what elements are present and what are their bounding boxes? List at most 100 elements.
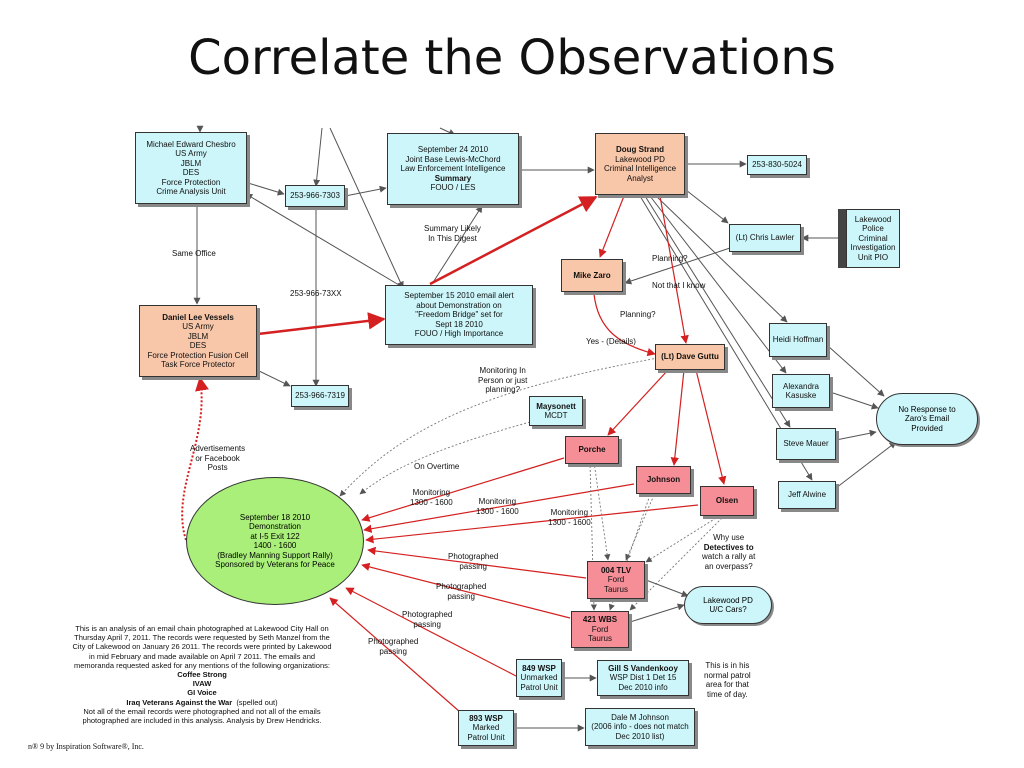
node-no-response-cloud[interactable]: No Response to Zaro's Email Provided xyxy=(876,393,978,445)
node-car-004-line-3: Taurus xyxy=(603,584,628,594)
node-vessels[interactable]: Daniel Lee Vessels US Army JBLM DES Forc… xyxy=(139,305,257,377)
node-alexandra-line-1: Alexandra xyxy=(782,381,820,391)
node-alexandra-kasuske[interactable]: Alexandra Kasuske xyxy=(772,374,830,408)
event-line-6: Sponsored by Veterans for Peace xyxy=(215,560,335,569)
node-email-alert[interactable]: September 15 2010 email alert about Demo… xyxy=(385,285,533,345)
node-car-421[interactable]: 421 WBS Ford Taurus xyxy=(571,611,629,648)
node-dale-line-1: Dale M Johnson xyxy=(611,712,669,722)
edge-doug-to-alexandra xyxy=(649,195,787,374)
edge-guttu-to-porche xyxy=(607,369,669,436)
label-monitoring-c: Monitoring 1300 - 1600 xyxy=(548,508,591,527)
node-dale-johnson[interactable]: Dale M Johnson (2006 info - does not mat… xyxy=(585,708,695,746)
edge-heidi-to-nr xyxy=(827,345,885,397)
edge-guttu-to-johnson xyxy=(670,369,685,466)
node-lakewood-pio-line-2: Police xyxy=(862,224,884,234)
node-maysonett-name: Maysonett xyxy=(536,401,576,411)
analysis-note-org-4-suffix: (spelled out) xyxy=(236,697,278,707)
node-no-response-line-2: Zaro's Email xyxy=(904,414,950,424)
node-vandenkooy[interactable]: Gill S Vandenkooy WSP Dist 1 Det 15 Dec … xyxy=(597,660,689,696)
label-monitoring-c-line-1: Monitoring xyxy=(550,508,589,517)
node-chesbro[interactable]: Michael Edward Chesbro US Army JBLM DES … xyxy=(135,132,247,204)
footer-credit: n® 9 by Inspiration Software®, Inc. xyxy=(28,742,144,751)
node-doug-strand-name: Doug Strand xyxy=(616,145,664,154)
analysis-note-line-11: Not all of the email records were photog… xyxy=(83,706,321,716)
node-johnson-text: Johnson xyxy=(646,475,681,485)
edge-jeff-to-nr xyxy=(835,441,897,489)
node-wsp-849[interactable]: 849 WSP Unmarked Patrol Unit xyxy=(516,659,562,697)
label-monitoring-a-line-2: 1300 - 1600 xyxy=(410,497,453,507)
label-photographed-1: Photographed passing xyxy=(448,552,498,571)
node-demonstration-event[interactable]: September 18 2010 Demonstration at I-5 E… xyxy=(186,477,364,605)
edge-johnson-to-event xyxy=(363,483,635,533)
node-olsen-text: Olsen xyxy=(715,496,739,506)
node-email-alert-line-1: September 15 2010 email alert xyxy=(404,291,514,301)
event-line-4: 1400 - 1600 xyxy=(253,541,297,550)
node-vandenkooy-name: Gill S Vandenkooy xyxy=(608,663,678,673)
edge-zaro-to-guttu xyxy=(593,293,656,357)
node-chesbro-line-4: DES xyxy=(182,168,200,177)
edge-line-to-alert xyxy=(329,127,404,289)
node-alexandra-line-2: Kasuske xyxy=(785,391,817,400)
edge-guttu-to-olsen xyxy=(695,369,727,485)
node-olsen[interactable]: Olsen xyxy=(700,486,754,516)
node-phone-5024[interactable]: 253-830-5024 xyxy=(747,155,807,175)
node-maysonett[interactable]: Maysonett MCDT xyxy=(529,396,583,426)
node-wsp-849-id: 849 WSP xyxy=(522,663,556,673)
label-normal-patrol-line-2: normal patrol xyxy=(704,670,751,680)
analysis-note-org-1: Coffee Strong xyxy=(177,670,227,680)
edge-doug-to-zaro xyxy=(598,195,625,258)
node-phone-7319[interactable]: 253-966-7319 xyxy=(291,385,349,407)
edge-olsen-to-event xyxy=(365,504,699,544)
node-uc-cars-cloud[interactable]: Lakewood PD U/C Cars? xyxy=(684,586,772,624)
node-dave-guttu[interactable]: (Lt) Dave Guttu xyxy=(655,344,725,370)
node-chris-lawler[interactable]: (Lt) Chris Lawler xyxy=(729,224,801,252)
label-monitoring-c-line-2: 1300 - 1600 xyxy=(548,517,591,527)
label-planning-1: Planning? xyxy=(652,254,688,263)
node-car-004[interactable]: 004 TLV Ford Taurus xyxy=(587,561,645,599)
edge-vessels-to-7319 xyxy=(256,369,291,387)
node-jbl-summary[interactable]: September 24 2010 Joint Base Lewis-McCho… xyxy=(387,133,519,205)
label-yes-details: Yes - (Details) xyxy=(586,337,636,346)
node-porche-text: Porche xyxy=(578,445,606,455)
edge-vessels-to-alert xyxy=(257,312,386,336)
edge-chesbro-to-7303 xyxy=(247,182,285,196)
edge-004-to-uc xyxy=(645,579,689,598)
label-photographed-2: Photographed passing xyxy=(436,582,486,601)
node-vessels-line-3: JBLM xyxy=(187,331,209,341)
label-phone-73xx: 253-966-73XX xyxy=(290,289,342,298)
analysis-note-org-4: Iraq Veterans Against the War xyxy=(126,697,233,707)
node-lakewood-pio-line-1: Lakewood xyxy=(854,214,892,224)
node-phone-5024-text: 253-830-5024 xyxy=(752,160,802,170)
node-wsp-893-line-3: Patrol Unit xyxy=(467,732,505,742)
node-porche[interactable]: Porche xyxy=(565,436,619,464)
node-vessels-line-2: US Army xyxy=(182,322,214,331)
edge-004-to-event xyxy=(367,546,587,579)
node-chesbro-line-2: US Army xyxy=(175,149,207,158)
node-steve-mauer[interactable]: Steve Mauer xyxy=(776,428,836,460)
label-photographed-2-line-1: Photographed xyxy=(436,582,487,591)
analysis-note-line-1: This is an analysis of an email chain ph… xyxy=(75,624,329,633)
edge-olsen-to-421 xyxy=(629,517,723,611)
node-johnson[interactable]: Johnson xyxy=(636,466,691,494)
node-lakewood-pio[interactable]: Lakewood Police Criminal Investigation U… xyxy=(846,209,900,268)
edge-doug-to-guttu xyxy=(659,195,689,344)
node-heidi-hoffman[interactable]: Heidi Hoffman xyxy=(769,323,827,357)
node-jeff-alwine[interactable]: Jeff Alwine xyxy=(778,481,836,509)
node-chesbro-line-5: Force Protection xyxy=(161,177,221,187)
node-wsp-849-line-2: Unmarked xyxy=(520,673,558,683)
node-mike-zaro[interactable]: Mike Zaro xyxy=(561,259,623,292)
node-vandenkooy-line-2: WSP Dist 1 Det 15 xyxy=(609,673,677,683)
label-advertisements-line-3: Posts xyxy=(207,463,228,472)
node-wsp-893-id: 893 WSP xyxy=(469,713,503,723)
node-vessels-line-6: Task Force Protector xyxy=(161,360,235,369)
label-why-detectives-line-2: Detectives to xyxy=(703,542,754,552)
label-monitoring-b-line-1: Monitoring xyxy=(478,497,517,506)
node-jbl-summary-line-2: Joint Base Lewis-McChord xyxy=(405,154,501,164)
node-doug-strand[interactable]: Doug Strand Lakewood PD Criminal Intelli… xyxy=(595,133,685,195)
node-vandenkooy-line-3: Dec 2010 info xyxy=(618,682,668,692)
node-wsp-893[interactable]: 893 WSP Marked Patrol Unit xyxy=(458,710,514,746)
edge-doug-to-lawler xyxy=(685,189,729,224)
node-phone-7303[interactable]: 253-966-7303 xyxy=(285,185,345,207)
node-lakewood-pio-line-5: Unit PIO xyxy=(857,252,889,262)
edge-849-to-event xyxy=(345,587,517,677)
